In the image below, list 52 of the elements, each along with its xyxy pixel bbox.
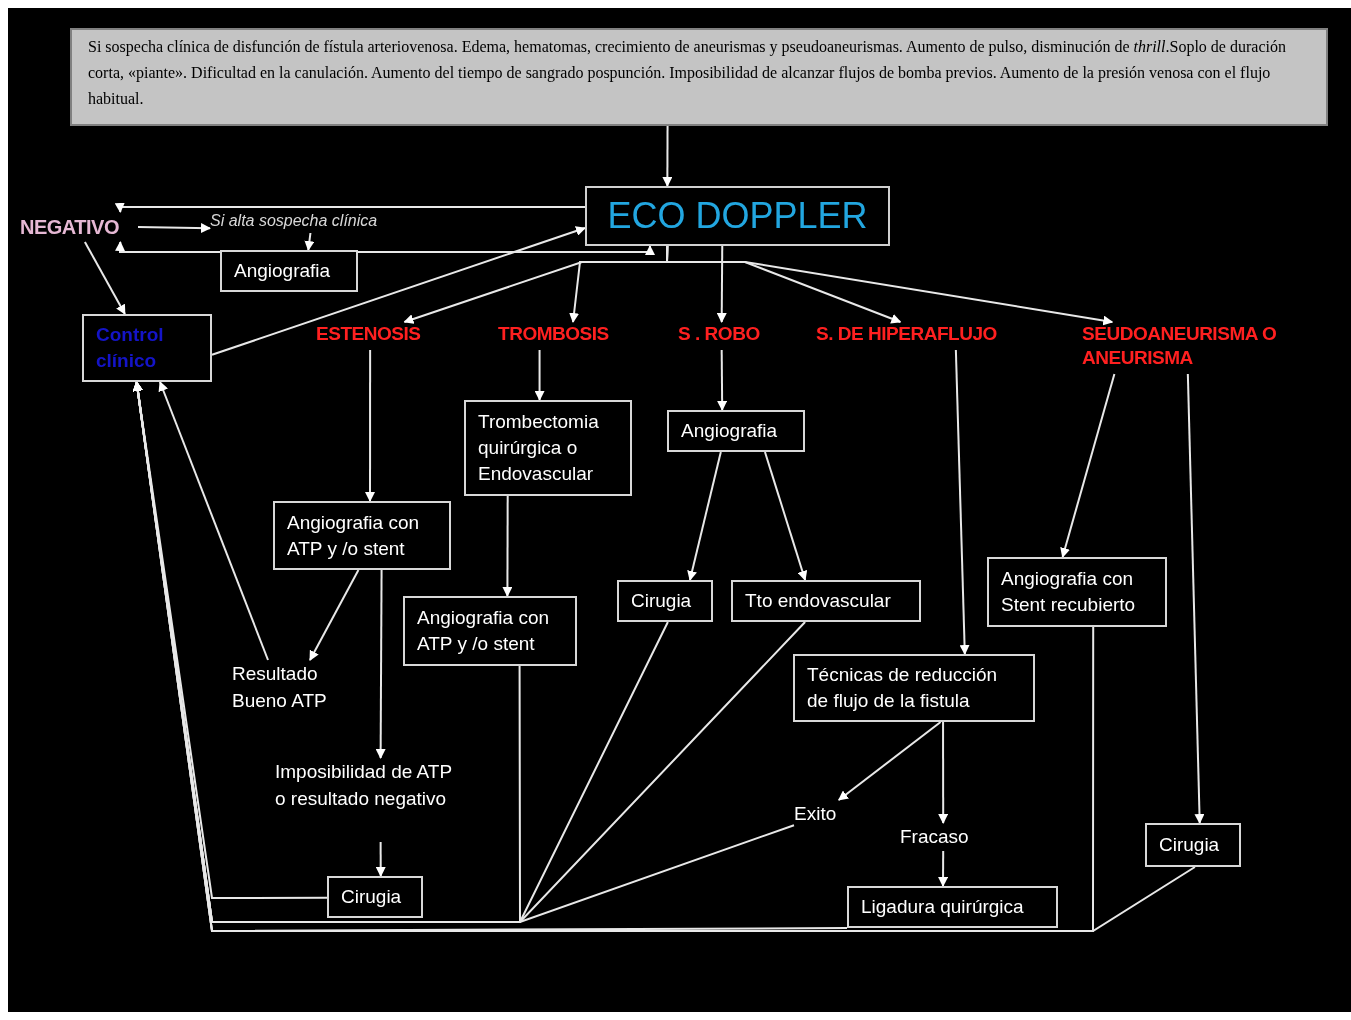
process-box: Cirugia [327, 876, 423, 918]
arrow [687, 451, 722, 581]
process-box: Angiografia con ATP y /o stent [403, 596, 577, 666]
outcome-label: Imposibilidad de ATP o resultado negativo [275, 758, 467, 842]
arrow [764, 451, 808, 581]
arrow [938, 721, 949, 824]
process-box: Técnicas de reducción de flujo de la fistula [793, 654, 1035, 722]
arrow [375, 841, 386, 877]
arrow [365, 349, 375, 502]
outcome-label: Fracaso [900, 823, 990, 851]
process-box: Control clínico [82, 314, 212, 382]
arrow [716, 245, 727, 323]
arrow [717, 349, 728, 411]
category-label: S. DE HIPERAFLUJO [816, 322, 1038, 350]
arrow [137, 223, 211, 234]
arrow [375, 569, 386, 759]
process-box: Angiografia con Stent recubierto [987, 557, 1167, 627]
process-box: Cirugia [617, 580, 713, 622]
outcome-label: NEGATIVO [20, 212, 138, 242]
arrow [357, 245, 655, 256]
process-box: Tto endovascular [731, 580, 921, 622]
arrow [502, 495, 513, 597]
arrow [115, 241, 221, 254]
arrow [534, 349, 545, 401]
arrow [211, 226, 586, 356]
category-label: SEUDOANEURISMA O ANEURISMA [1082, 322, 1298, 374]
arrow [304, 232, 315, 251]
process-box: Angiografia con ATP y /o stent [273, 501, 451, 570]
process-box: Angiografia [220, 250, 358, 292]
arrow [114, 202, 586, 213]
arrow [1060, 373, 1116, 558]
arrow [158, 381, 269, 661]
arrow [83, 241, 126, 315]
category-label: S . ROBO [678, 322, 790, 350]
outcome-label: Resultado Bueno ATP [232, 660, 352, 716]
category-label: ESTENOSIS [316, 322, 448, 350]
process-box: Angiografia [667, 410, 805, 452]
process-box: Cirugia [1145, 823, 1241, 867]
condition-label: Si alta sospecha clínica [210, 209, 415, 233]
arrow [665, 245, 1114, 326]
arrow [938, 850, 949, 887]
arrow [837, 721, 942, 801]
category-label: TROMBOSIS [498, 322, 632, 350]
process-box: Trombectomia quirúrgica o Endovascular [464, 400, 632, 496]
outcome-label: Exito [794, 800, 850, 828]
arrow [309, 569, 360, 661]
process-box: Ligadura quirúrgica [847, 886, 1058, 928]
arrow [1186, 373, 1205, 824]
note-box: Si sospecha clínica de disfunción de fístula arteriovenosa. Edema, hematomas, crecimiento de aneurismas y pseudoaneurismas. Aumento de pulso, disminución de thrill.Soplo de duración corta, «piante». Dificultad en la canulación. Aumento del tiempo de sangrado pospunción. Imposibilidad de alcanzar flujos de bomba previos. Aumento de la presión venosa con el flujo habitual. [70, 28, 1328, 126]
process-box: ECO DOPPLER [585, 186, 890, 246]
arrow [954, 349, 970, 655]
arrow [662, 125, 673, 187]
